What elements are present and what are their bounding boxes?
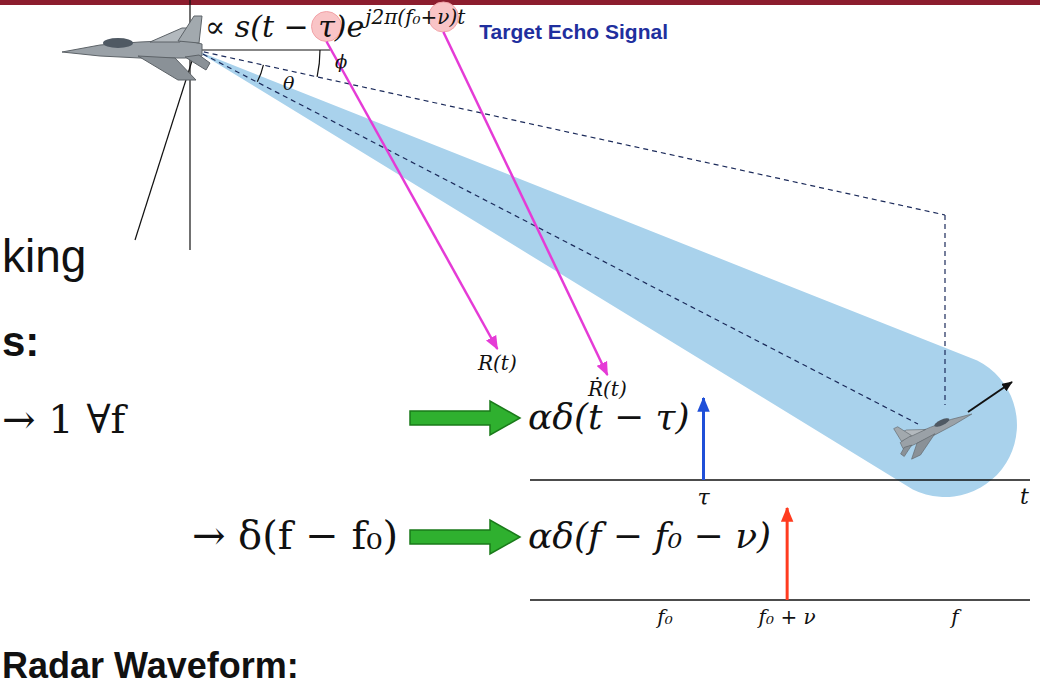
dashed-line bbox=[195, 50, 918, 424]
range-label: R(t) bbox=[478, 352, 517, 375]
green-arrow bbox=[410, 520, 520, 554]
time-axis bbox=[530, 479, 1030, 481]
velocity-arrow bbox=[968, 382, 1012, 412]
radar-beam bbox=[195, 50, 1017, 497]
cut-heading: Radar Waveform: bbox=[2, 645, 299, 686]
dashed-line bbox=[944, 215, 945, 405]
dashed-line bbox=[195, 50, 945, 215]
axis-name: t bbox=[1020, 484, 1029, 509]
frequency-axis bbox=[530, 599, 1030, 601]
axis-tick-label: f₀ bbox=[657, 606, 672, 629]
math-expression: αδ(t − τ) bbox=[528, 396, 690, 437]
pointer-arrow bbox=[443, 32, 607, 375]
cut-heading: s: bbox=[2, 318, 39, 366]
angle-arc bbox=[257, 65, 263, 82]
axis-tick-label: f₀ + ν bbox=[759, 606, 816, 629]
target-aircraft bbox=[890, 396, 979, 462]
math-expression: αδ(f − f₀ − ν) bbox=[528, 515, 771, 556]
angle-label: θ bbox=[283, 73, 294, 95]
pointer-arrow bbox=[327, 42, 498, 350]
signal-title: Target Echo Signal bbox=[479, 20, 668, 44]
radar-aircraft bbox=[62, 16, 210, 80]
green-arrow bbox=[410, 401, 520, 435]
angle-arc bbox=[317, 50, 320, 77]
echo-formula: ∝ s(t − τ)e bbox=[205, 10, 364, 45]
formula-exponent: j2π(f₀+ν)t bbox=[365, 6, 465, 29]
axis-name: f bbox=[951, 606, 958, 629]
axis-tick-label: τ bbox=[697, 485, 709, 510]
doppler-impulse bbox=[786, 508, 789, 600]
header-bar bbox=[0, 0, 1040, 5]
delay-impulse bbox=[702, 398, 705, 480]
angle-label: ϕ bbox=[335, 52, 347, 73]
cut-heading: king bbox=[2, 230, 86, 283]
math-expression: → 1 ∀f bbox=[2, 396, 125, 442]
math-expression: → δ(f − f₀) bbox=[192, 512, 398, 558]
